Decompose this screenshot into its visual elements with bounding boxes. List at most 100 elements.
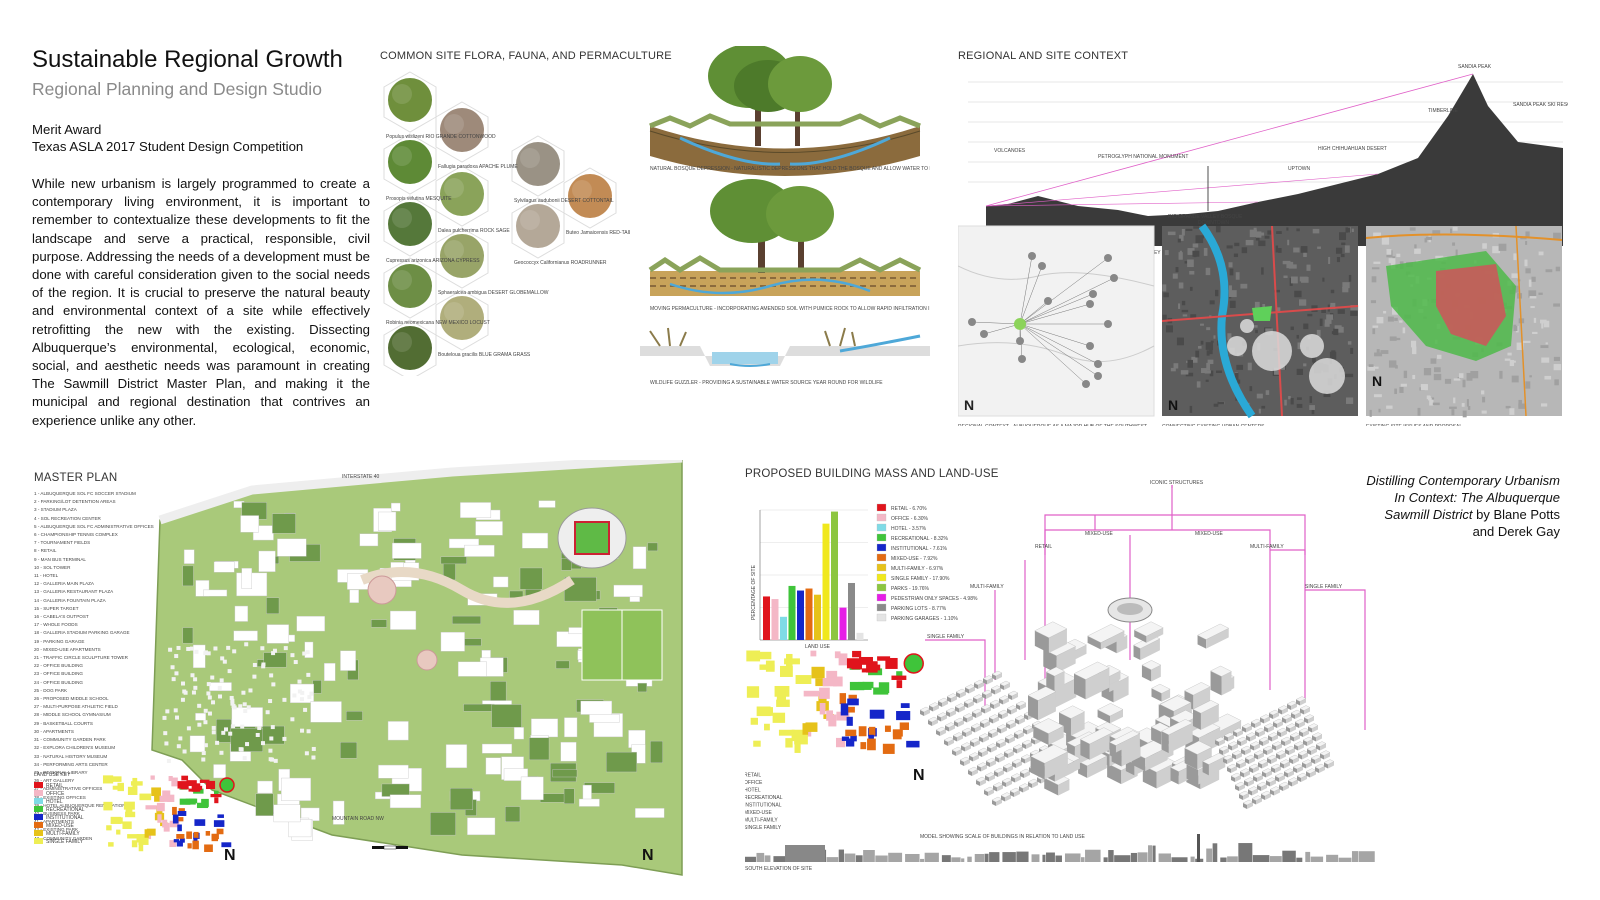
- building-block: [1001, 777, 1013, 787]
- legend-entry: 29 - BASKETBALL COURTS: [34, 720, 93, 726]
- building-block: [919, 706, 931, 716]
- building-block: [1252, 772, 1264, 782]
- legend-entry: 32 - EXPLORA CHILDREN'S MUSEUM: [34, 745, 116, 751]
- bar-legend-item: RETAIL - 6.70%: [876, 503, 927, 512]
- land-use-key-item: INSTITUTIONAL: [34, 814, 84, 821]
- road-label-mountain: MOUNTAIN ROAD NW: [332, 816, 384, 822]
- mass-minimap: [746, 650, 924, 754]
- building-block: [1295, 696, 1307, 706]
- species-label: Fallugia paradoxa APACHE PLUME: [438, 164, 518, 170]
- legend-entry: 2 - PARKING/LOT DETENTION AREAS: [34, 499, 116, 505]
- building-block: [1276, 727, 1288, 737]
- building-block: [1267, 732, 1279, 742]
- building-block: [1030, 744, 1069, 780]
- legend-entry: 41 - APARTMENTS: [34, 819, 74, 825]
- building-block: [1002, 763, 1014, 773]
- bar-legend-item: OFFICE - 6.30%: [876, 513, 929, 522]
- legend-entry: 35 - REGIONAL LIBRARY: [34, 769, 88, 775]
- building-block: [1287, 777, 1299, 787]
- bar: [822, 523, 830, 640]
- building-block: [937, 697, 949, 707]
- building-block: [1271, 741, 1283, 751]
- bar: [839, 607, 847, 640]
- legend-entry: 18 - GALLERIA STADIUM PARKING GARAGE: [34, 630, 130, 636]
- building-block: [1192, 700, 1220, 730]
- building-block: [1286, 700, 1298, 710]
- building-block: [1032, 718, 1065, 745]
- building-block: [981, 689, 993, 699]
- credit-authors: by Blane Potts and Derek Gay: [1472, 507, 1560, 539]
- building-block: [983, 786, 995, 796]
- legend-entry: 24 - OFFICE BUILDING: [34, 679, 84, 685]
- building-block: [1254, 727, 1266, 737]
- land-use-key-item: MIXED-USE: [34, 822, 74, 829]
- bar-legend-item: MIXED-USE - 7.92%: [876, 553, 938, 562]
- building-block: [1301, 759, 1313, 769]
- svg-text:INSTITUTIONAL: INSTITUTIONAL: [46, 815, 84, 821]
- land-use-key-item: SINGLE FAMILY: [34, 838, 84, 845]
- building-block: [1243, 777, 1255, 787]
- svg-text:HOTEL - 3.57%: HOTEL - 3.57%: [891, 526, 927, 532]
- south-elevation-caption: SOUTH ELEVATION OF SITE: [745, 866, 813, 872]
- building-block: [1005, 719, 1017, 729]
- land-use-key-item: MULTI-FAMILY: [34, 830, 80, 837]
- building-block: [1259, 714, 1271, 724]
- species-hexagon: [383, 133, 437, 195]
- building-block: [953, 717, 965, 727]
- legend-entry: 8 - RETAIL: [34, 548, 57, 554]
- building-block: [1141, 660, 1162, 682]
- master-plan-drawing: LAND USE KEYRETAILOFFICEHOTELRECREATIONA…: [34, 460, 683, 876]
- legend-entry: 9 - MAN BUS TERMINAL: [34, 556, 86, 562]
- building-block: [1270, 763, 1282, 773]
- road-label-i40: INTERSTATE 40: [342, 474, 380, 480]
- svg-text:RETAIL - 6.70%: RETAIL - 6.70%: [891, 506, 927, 512]
- building-block: [1244, 754, 1256, 764]
- body-paragraph: While new urbanism is largely programmed…: [32, 176, 370, 428]
- svg-text:OFFICE - 6.30%: OFFICE - 6.30%: [891, 516, 929, 522]
- building-block: [1004, 734, 1016, 744]
- mass-label: MIXED-USE: [1195, 531, 1223, 537]
- building-block: [1277, 705, 1289, 715]
- building-block: [1299, 705, 1311, 715]
- species-hexagon: [383, 195, 437, 257]
- bar-legend-item: HOTEL - 3.57%: [876, 523, 927, 532]
- building-block: [991, 796, 1003, 806]
- building-block: [1097, 703, 1124, 724]
- building-block: [1280, 736, 1292, 746]
- legend-entry: 13 - GALLERIA RESTAURANT PLAZA: [34, 589, 114, 595]
- species-label: Buteo Jamaicensis RED-TAILED HAWK: [566, 230, 630, 236]
- building-block: [1022, 725, 1034, 735]
- building-block: [1284, 745, 1296, 755]
- hub-caption: REGIONAL CONTEXT - ALBUQUERQUE AS A MAJO…: [958, 424, 1147, 426]
- north-arrow-1: N: [964, 397, 974, 413]
- building-block: [1266, 754, 1278, 764]
- building-block: [1197, 623, 1230, 649]
- building-block: [993, 767, 1005, 777]
- building-block: [1230, 772, 1242, 782]
- building-block: [1021, 739, 1033, 749]
- building-block: [952, 732, 964, 742]
- mass-minimap-key: RETAILOFFICEHOTELRECREATIONALINSTITUTION…: [745, 773, 783, 832]
- legend-entry: 42 - EXISTING PARK: [34, 827, 79, 833]
- building-block: [1248, 763, 1260, 773]
- svg-text:PEDESTRIAN ONLY SPACES - 4.98%: PEDESTRIAN ONLY SPACES - 4.98%: [891, 596, 978, 602]
- north-arrow-3: N: [1372, 373, 1382, 389]
- legend-entry: 21 - TRAFFIC CIRCLE SCULPTURE TOWER: [34, 655, 128, 661]
- building-block: [976, 762, 988, 772]
- profile-label: SANDIA PEAK SKI RESORT: [1513, 102, 1568, 108]
- bar-legend-item: PARKING LOTS - 8.77%: [876, 603, 947, 612]
- building-block: [1323, 759, 1335, 769]
- building-block: [1257, 759, 1269, 769]
- svg-text:MIXED-USE: MIXED-USE: [745, 810, 772, 816]
- bar: [848, 582, 855, 640]
- building-block: [1045, 666, 1065, 695]
- bar: [763, 596, 770, 640]
- svg-text:INSTITUTIONAL: INSTITUTIONAL: [745, 803, 782, 809]
- species-hexagon: [511, 135, 565, 197]
- project-credit: Distilling Contemporary Urbanism In Cont…: [1360, 472, 1560, 540]
- building-block: [1000, 792, 1012, 802]
- building-block: [1161, 719, 1193, 754]
